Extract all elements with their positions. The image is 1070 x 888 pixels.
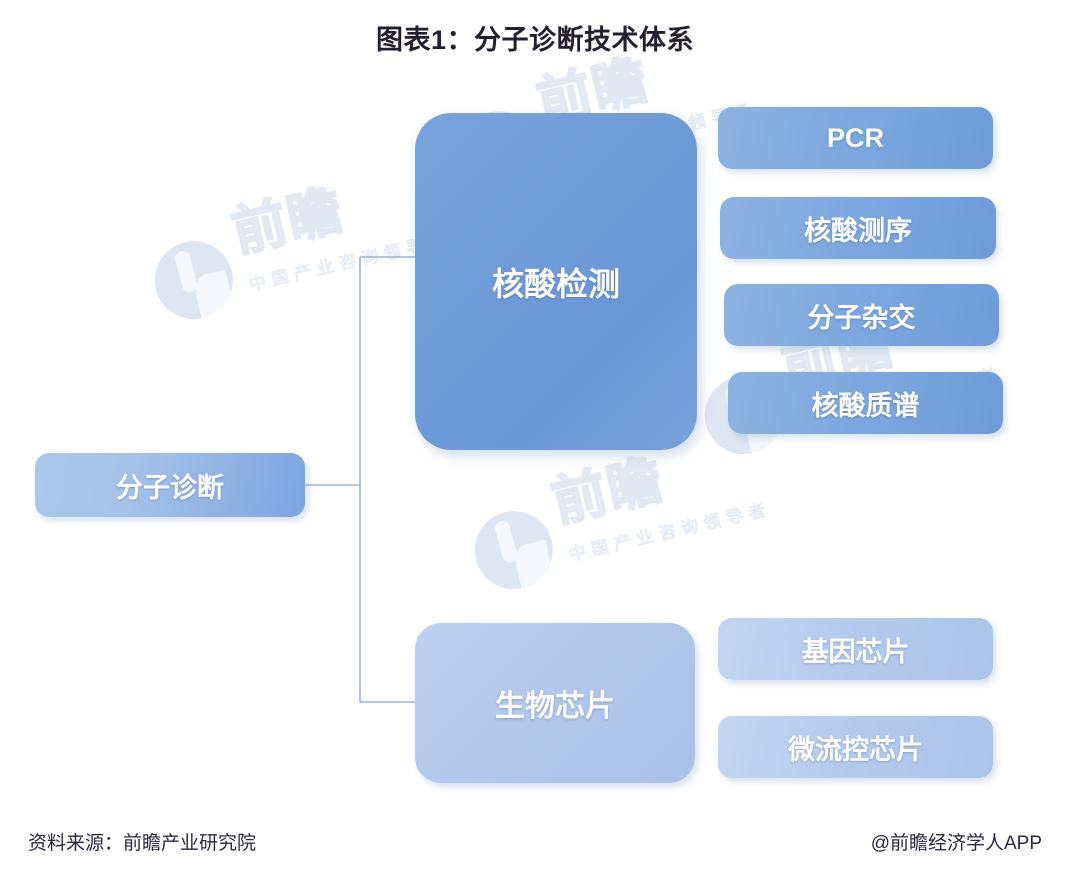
node-leaf-gene-chip[interactable]: 基因芯片 (718, 618, 993, 680)
node-leaf-nucleic-mass-spectrometry[interactable]: 核酸质谱 (728, 372, 1003, 434)
page-title: 图表1：分子诊断技术体系 (375, 25, 694, 55)
footer-source-text: 资料来源：前瞻产业研究院 (28, 833, 257, 854)
node-leaf-microfluidic-chip[interactable]: 微流控芯片 (718, 716, 993, 778)
node-leaf-nucleic-sequencing[interactable]: 核酸测序 (720, 197, 996, 259)
footer-brand-text: @前瞻经济学人APP (870, 833, 1042, 854)
node-root-molecular-diagnosis[interactable]: 分子诊断 (35, 453, 305, 517)
node-branch-biochip[interactable]: 生物芯片 (415, 623, 695, 783)
node-leaf-molecular-hybridization[interactable]: 分子杂交 (724, 284, 999, 346)
node-leaf-pcr[interactable]: PCR (718, 107, 993, 169)
node-branch-nucleic-acid-testing[interactable]: 核酸检测 (415, 113, 697, 450)
